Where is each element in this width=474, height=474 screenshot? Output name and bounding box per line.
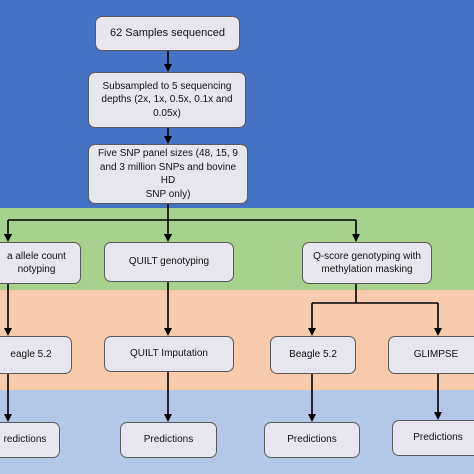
node-snp-panel-sizes: Five SNP panel sizes (48, 15, 9 and 3 mi… [88,144,248,204]
node-beagle-right: Beagle 5.2 [270,336,356,374]
node-predictions-4: Predictions [392,420,474,456]
node-glimpse: GLIMPSE [388,336,474,374]
node-qscore-genotyping: Q-score genotyping with methylation mask… [302,242,432,284]
node-predictions-1: redictions [0,422,60,458]
node-quilt-genotyping: QUILT genotyping [104,242,234,282]
node-samples-sequenced: 62 Samples sequenced [95,16,240,51]
edge-panels-split [8,204,356,221]
node-predictions-2: Predictions [120,422,217,458]
node-predictions-3: Predictions [264,422,360,458]
node-beagle-left: eagle 5.2 [0,336,72,374]
edge-qscore-split [312,284,438,304]
node-allele-count-genotyping: a allele count notyping [0,242,81,284]
node-subsampled-depths: Subsampled to 5 sequencing depths (2x, 1… [88,72,246,128]
node-quilt-imputation: QUILT Imputation [104,336,234,372]
